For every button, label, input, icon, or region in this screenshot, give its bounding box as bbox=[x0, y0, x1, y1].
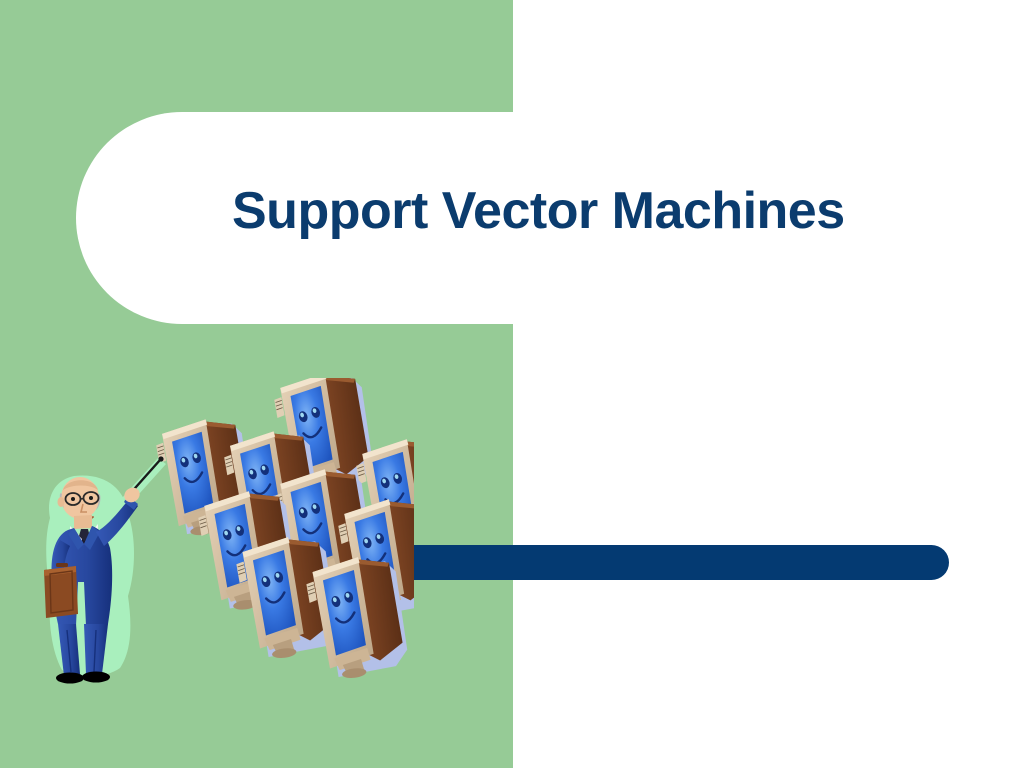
subtitle-accent-bar bbox=[407, 545, 949, 580]
teacher-figure bbox=[44, 456, 166, 684]
page-title: Support Vector Machines bbox=[232, 182, 845, 240]
computer-cluster bbox=[152, 378, 414, 684]
title-banner bbox=[76, 112, 1024, 324]
clipart-svg bbox=[44, 378, 414, 684]
clipart-teacher-and-computers bbox=[34, 378, 414, 688]
